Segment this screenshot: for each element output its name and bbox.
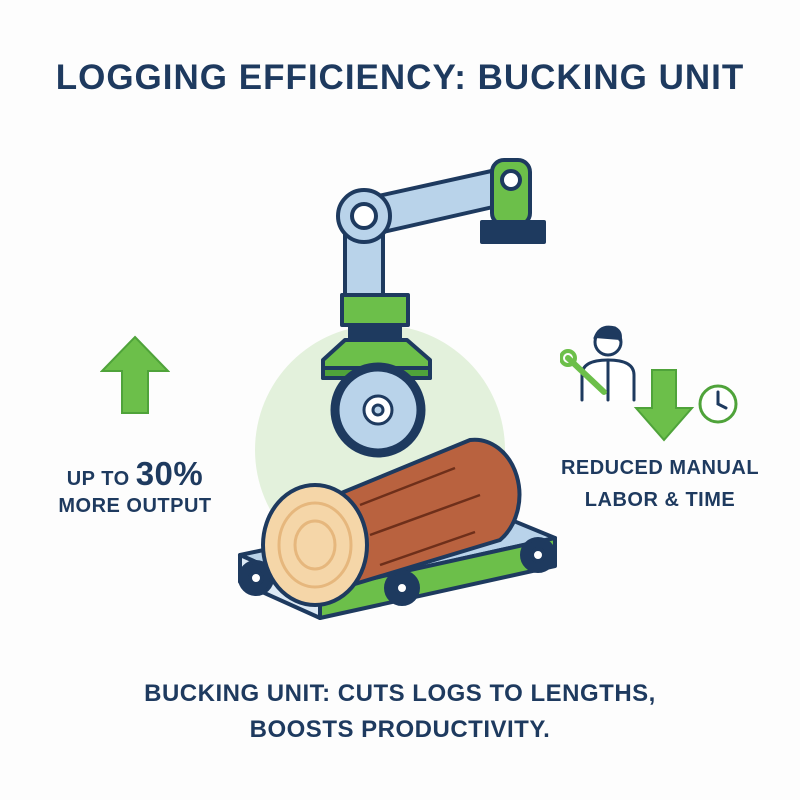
caption: BUCKING UNIT: CUTS LOGS TO LENGTHS, BOOS… [0,676,800,748]
labor-line-2: LABOR & TIME [584,489,736,511]
labor-text: REDUCED MANUAL LABOR & TIME [560,452,760,516]
output-stat: UP TO 30% MORE OUTPUT [50,335,220,518]
labor-line-1: REDUCED MANUAL [560,457,760,479]
caption-line-1: BUCKING UNIT: CUTS LOGS TO LENGTHS, [144,680,656,707]
output-prefix: UP TO [66,468,136,490]
log [261,437,522,607]
worker-wrench-icon [560,325,636,402]
labor-stat: REDUCED MANUAL LABOR & TIME [560,320,760,516]
output-label: MORE OUTPUT [58,495,212,517]
arrow-down-icon [633,369,695,442]
saw-blade-icon [330,362,426,458]
page-title: LOGGING EFFICIENCY: BUCKING UNIT [55,58,745,97]
clock-icon [698,384,738,424]
output-value-line: UP TO 30% [50,455,220,493]
bucking-unit-illustration [238,158,557,620]
caption-line-2: BOOSTS PRODUCTIVITY. [249,716,551,743]
output-value: 30% [135,455,204,492]
robot-arm [321,158,546,380]
labor-icons [560,325,738,442]
arrow-up-icon [100,335,170,414]
